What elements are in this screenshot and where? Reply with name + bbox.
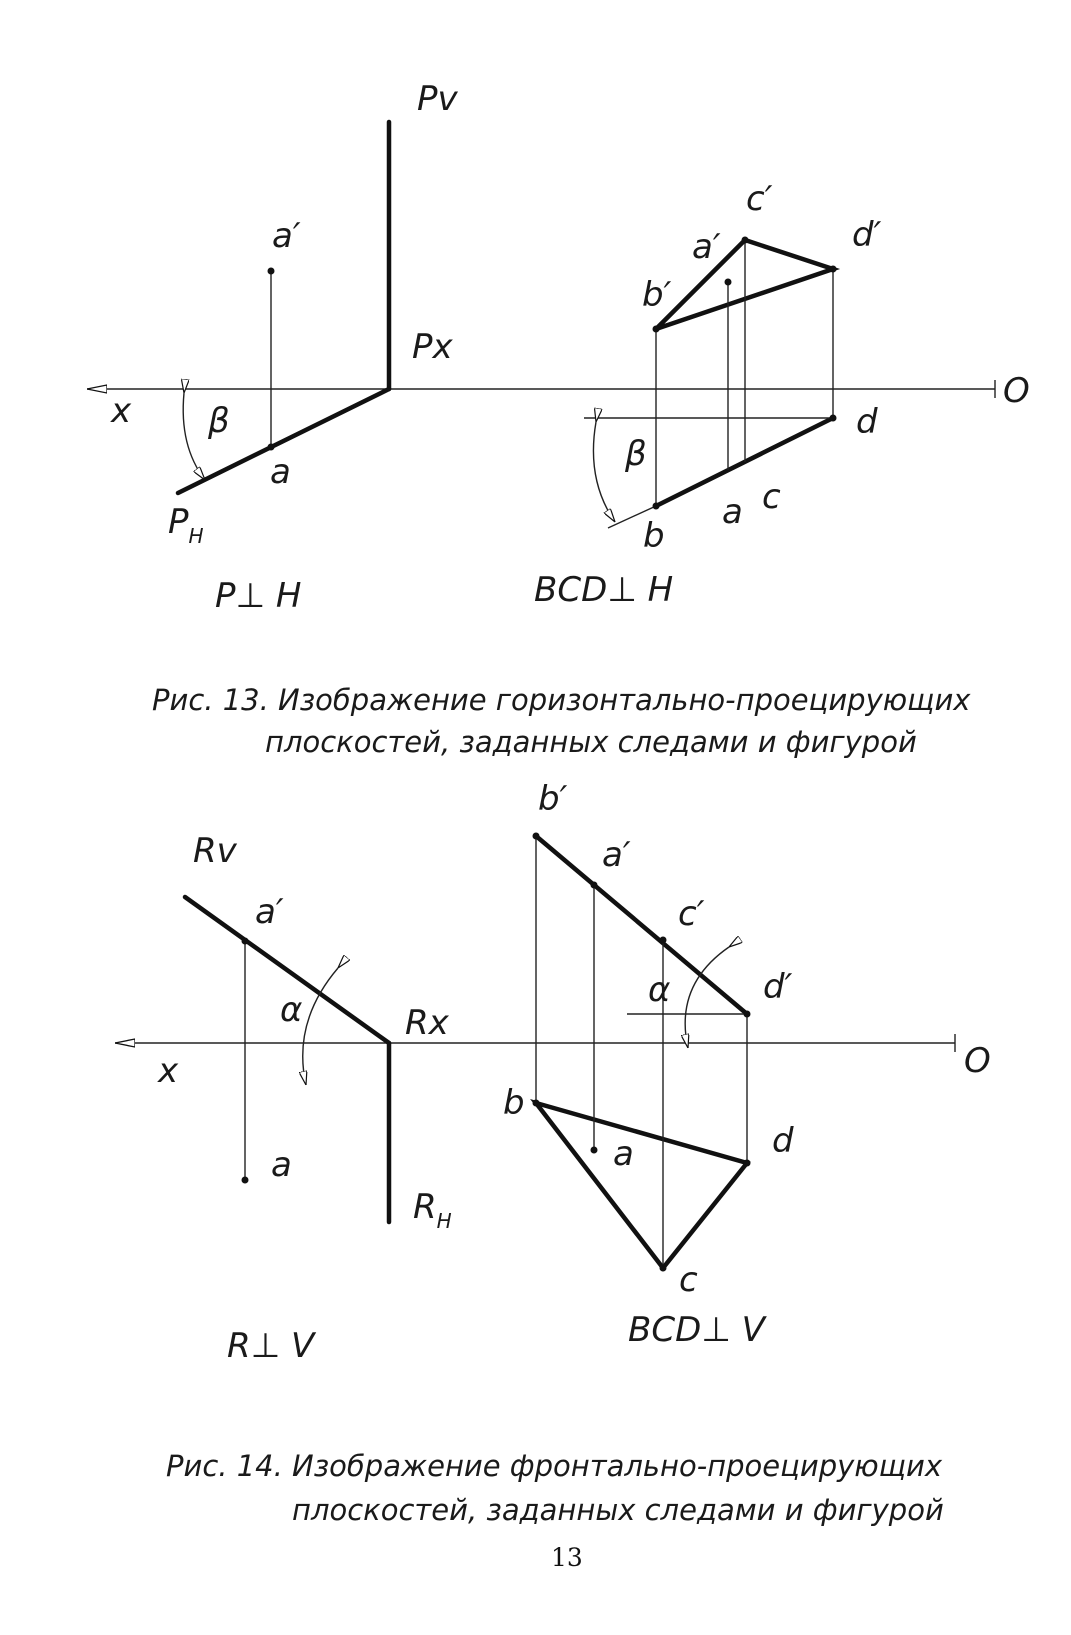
triangle-bcd-horizontal [530,1098,751,1272]
label-px: Px [412,327,454,367]
label-a-prime: a′ [272,216,301,256]
point-a [241,1176,249,1184]
point-b-prime [532,832,540,840]
label-b: b [503,1083,525,1123]
label-beta: β [207,401,230,441]
label-alpha: α [648,970,670,1010]
label-d-prime: d′ [852,215,882,255]
point-c [659,1264,667,1272]
angle-alpha-arc [685,947,729,1048]
figure-14: Rv a′ α Rx x a RH R⊥ V b [115,779,991,1527]
label-c-prime: c′ [678,894,705,934]
label-rv: Rv [193,831,238,871]
fig13-right-figure: c′ a′ d′ b′ O d β a c b BCD⊥ H [534,179,1030,610]
point-a-prime [724,278,732,286]
point-d-prime [743,1010,751,1018]
label-a: a [613,1134,634,1174]
relation-bcd-perp-h: BCD⊥ H [534,570,673,610]
angle-alpha-arc [303,968,338,1085]
caption-14-line2: плоскостей, заданных следами и фигурой [292,1493,944,1527]
point-a [590,1146,598,1154]
label-rh: RH [413,1187,452,1233]
label-a: a [271,1145,292,1185]
label-c: c [679,1260,698,1300]
label-o: O [1003,371,1030,411]
label-d-prime: d′ [763,967,793,1007]
point-a-prime [241,937,249,945]
trace-rv [182,894,392,1046]
caption-14-line1: Рис. 14. Изображение фронтально-проециру… [166,1449,943,1483]
fig14-right-figure: b′ a′ c′ α d′ O b a d c BCD⊥ V [503,779,991,1350]
point-b [652,502,660,510]
label-a-prime: a′ [255,892,284,932]
caption-13-line2: плоскостей, заданных следами и фигурой [265,725,917,759]
fig13-left-plane: Pv a′ Px x β a PH P⊥ H [110,79,459,616]
point-b [532,1099,540,1107]
page-number: 13 [551,1543,583,1572]
point-a [267,443,275,451]
label-d: d [856,402,878,442]
label-a-prime: a′ [692,227,721,267]
label-c-prime: c′ [746,179,773,219]
label-rx: Rx [405,1003,450,1043]
label-a: a [270,452,291,492]
angle-beta-arc [592,422,615,522]
relation-bcd-perp-v: BCD⊥ V [628,1310,768,1350]
label-pv: Pv [417,79,459,119]
label-d: d [772,1121,794,1161]
caption-13-line1: Рис. 13. Изображение горизонтально-проец… [152,683,971,717]
fig14-left-plane: Rv a′ α Rx x a RH R⊥ V [157,831,452,1366]
point-d-prime [829,265,837,273]
label-b-prime: b′ [642,275,672,315]
point-a-prime [590,881,598,889]
label-o: O [964,1041,991,1081]
label-a-prime: a′ [602,835,631,875]
relation-p-perp-h: P⊥ H [215,576,302,616]
point-a-prime [267,267,275,275]
label-x: x [157,1051,179,1091]
trace-ph [175,386,392,496]
point-d [743,1159,751,1167]
point-b-prime [652,325,660,333]
relation-r-perp-v: R⊥ V [227,1326,317,1366]
line-bcd-frontal [533,833,750,1017]
label-a: a [722,492,743,532]
label-c: c [762,477,781,517]
figure-13: Pv a′ Px x β a PH P⊥ H c′ [87,79,1030,759]
label-b-prime: b′ [538,779,568,819]
label-b: b [643,516,665,556]
line-extension [607,505,657,529]
label-ph: PH [168,502,204,548]
label-alpha: α [280,990,302,1030]
label-x: x [110,391,132,431]
label-beta: β [624,434,647,474]
point-c-prime [659,936,667,944]
angle-beta-arc [183,393,205,480]
point-d [829,414,837,422]
point-c-prime [741,236,749,244]
